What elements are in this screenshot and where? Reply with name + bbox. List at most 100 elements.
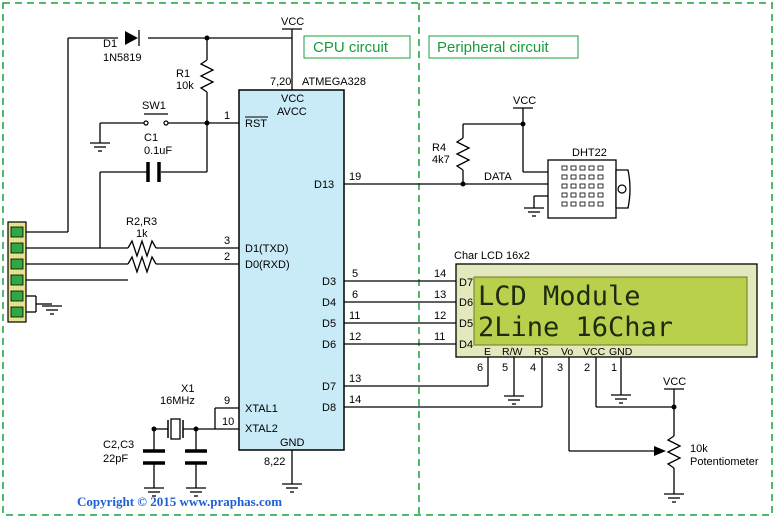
c2c3-value: 22pF <box>103 453 128 465</box>
pin-d8-label: D8 <box>322 402 336 414</box>
pin-1-number: 1 <box>224 110 230 122</box>
lcd-pin-13-number: 13 <box>434 289 446 301</box>
c1-ref: C1 <box>144 132 158 144</box>
pin-12-number: 12 <box>349 331 361 343</box>
pin-5-number: 5 <box>352 268 358 280</box>
lcd-pin-1-number: 1 <box>611 362 617 374</box>
pin-d5-label: D5 <box>322 318 336 330</box>
lcd-rw-label: R/W <box>502 346 523 358</box>
pin-d7-label: D7 <box>322 381 336 393</box>
lcd-title: Char LCD 16x2 <box>454 250 530 262</box>
lcd-screen <box>473 276 748 346</box>
ground-symbol <box>42 305 62 315</box>
c1-value: 0.1uF <box>144 145 172 157</box>
pin-11-number: 11 <box>349 310 360 322</box>
pin-rst-label: RST <box>245 118 267 130</box>
potentiometer-body <box>666 435 682 469</box>
vcc-lcd-label: VCC <box>663 376 686 388</box>
pin-d6-label: D6 <box>322 339 336 351</box>
ground-symbol <box>90 142 110 152</box>
mcu-name: ATMEGA328 <box>302 76 366 88</box>
lcd-d7-label: D7 <box>459 277 473 289</box>
header-connector <box>7 221 27 323</box>
d1-ref: D1 <box>103 38 117 50</box>
lcd-line-2: 2Line 16Char <box>478 312 673 343</box>
r4-ref: R4 <box>432 142 446 154</box>
r4-value: 4k7 <box>432 154 450 166</box>
cpu-section-box <box>303 35 411 59</box>
pin-14-number: 14 <box>349 394 361 406</box>
resistor-r1 <box>199 59 215 93</box>
resistor-r2 <box>127 238 157 259</box>
lcd-d6-label: D6 <box>459 297 473 309</box>
lcd-pin-14-number: 14 <box>434 268 446 280</box>
c2c3-ref: C2,C3 <box>103 439 134 451</box>
mcu-power-pins: 7,20 <box>270 76 291 88</box>
r1-value: 10k <box>176 80 194 92</box>
pin-d3-label: D3 <box>322 276 336 288</box>
pin-xtal1-label: XTAL1 <box>245 403 278 415</box>
mcu-vcc-label: VCC <box>281 93 304 105</box>
pin-10-number: 10 <box>222 416 234 428</box>
capacitor-c2 <box>143 449 165 465</box>
pin-d13-label: D13 <box>314 179 334 191</box>
lcd-vo-label: Vo <box>561 346 573 358</box>
peripheral-section-box <box>428 35 579 59</box>
lcd-pin-5-number: 5 <box>502 362 508 374</box>
junction-dot <box>671 404 677 410</box>
pin-13-number: 13 <box>349 373 361 385</box>
x1-value: 16MHz <box>160 395 195 407</box>
diode-d1 <box>118 30 148 46</box>
lcd-d4-label: D4 <box>459 339 473 351</box>
ground-symbol <box>282 483 302 493</box>
pin-2-number: 2 <box>224 251 230 263</box>
r1-ref: R1 <box>176 68 190 80</box>
switch-sw1 <box>143 113 169 126</box>
pot-value: 10k <box>690 443 708 455</box>
mcu-ground-pins: 8,22 <box>264 456 285 468</box>
mcu-avcc-label: AVCC <box>277 106 307 118</box>
r2r3-value: 1k <box>136 228 148 240</box>
lcd-pin-3-number: 3 <box>557 362 563 374</box>
lcd-line-1: LCD Module <box>478 281 641 312</box>
capacitor-c3 <box>185 449 207 465</box>
lcd-d5-label: D5 <box>459 318 473 330</box>
vcc-top-label: VCC <box>281 16 304 28</box>
dht-data-label: DATA <box>484 171 512 183</box>
pin-19-number: 19 <box>349 171 361 183</box>
mcu-gnd-label: GND <box>280 437 305 449</box>
lcd-gnd-label: GND <box>609 346 633 358</box>
lcd-pin-12-number: 12 <box>434 310 446 322</box>
capacitor-c1 <box>146 162 161 182</box>
r2r3-ref: R2,R3 <box>126 216 157 228</box>
peripheral-section-label: Peripheral circuit <box>437 39 550 56</box>
copyright-text: Copyright © 2015 www.praphas.com <box>77 494 282 509</box>
pin-txd-label: D1(TXD) <box>245 243 288 255</box>
d1-value: 1N5819 <box>103 52 142 64</box>
mcu-body <box>238 89 345 451</box>
pin-3-number: 3 <box>224 235 230 247</box>
dht22-sensor <box>547 159 631 219</box>
lcd-pin-4-number: 4 <box>530 362 536 374</box>
pin-rxd-label: D0(RXD) <box>245 259 290 271</box>
pin-9-number: 9 <box>224 395 230 407</box>
cpu-section-label: CPU circuit <box>313 39 389 56</box>
sw1-ref: SW1 <box>142 100 166 112</box>
lcd-pin-2-number: 2 <box>584 362 590 374</box>
x1-ref: X1 <box>181 383 194 395</box>
lcd-rs-label: RS <box>534 346 549 358</box>
ground-symbol <box>186 487 206 497</box>
lcd-pin-11-number: 11 <box>434 331 445 343</box>
pin-d4-label: D4 <box>322 297 336 309</box>
pin-xtal2-label: XTAL2 <box>245 423 278 435</box>
vcc-dht-label: VCC <box>513 95 536 107</box>
resistor-r4 <box>455 137 471 171</box>
crystal-x1 <box>167 418 184 440</box>
junction-dot <box>204 120 210 126</box>
ground-symbol <box>611 394 631 404</box>
lcd-e-label: E <box>484 346 491 358</box>
pin-6-number: 6 <box>352 289 358 301</box>
